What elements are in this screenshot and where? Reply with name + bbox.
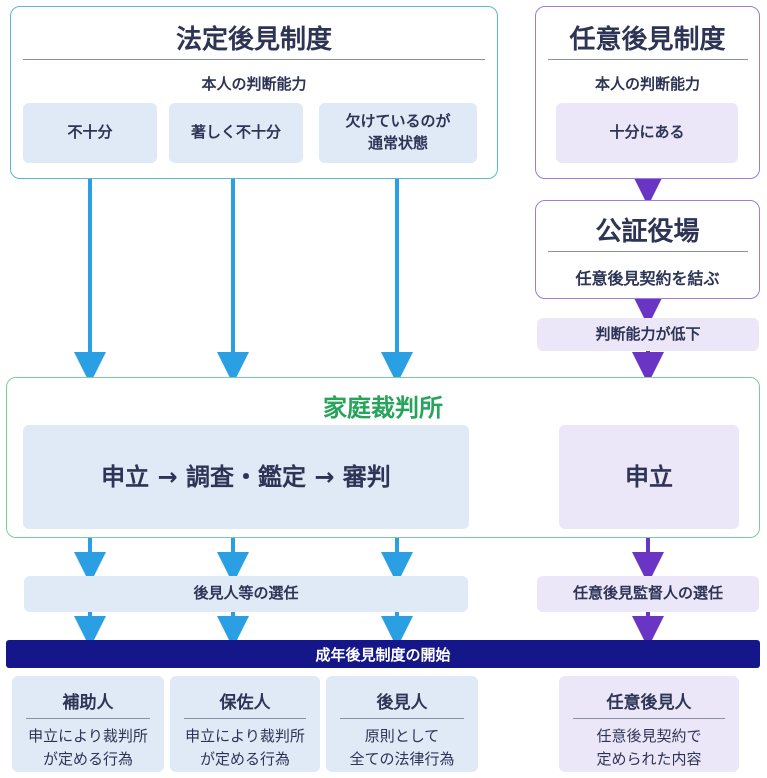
notary-office-title: 公証役場 [595,217,700,247]
curator-divider [184,718,306,719]
voluntary-title-divider [548,59,748,60]
guardian-desc: 原則として 全ての法律行為 [349,727,455,769]
legal-ability-label: 本人の判断能力 [201,75,307,93]
assistant-card: 補助人 申立により裁判所 が定める行為 [12,676,164,772]
guardian-title: 後見人 [376,693,428,713]
legal-guardianship-title: 法定後見制度 [175,25,332,55]
voluntary-guardian-title: 任意後見人 [606,693,692,713]
curator-desc: 申立により裁判所 が定める行為 [185,727,305,769]
curator-title: 保佐人 [219,693,271,713]
level-usually-lacking: 欠けているのが 通常状態 [319,103,477,163]
guardian-selection-box: 後見人等の選任 [24,576,468,612]
voluntary-guardian-card: 任意後見人 任意後見契約で 定められた内容 [559,676,739,772]
voluntary-guardianship-title: 任意後見制度 [569,25,726,55]
voluntary-guardian-divider [573,718,725,719]
assistant-desc: 申立により裁判所 が定める行為 [28,727,148,769]
family-court-title: 家庭裁判所 [323,394,443,422]
notary-divider [548,251,748,252]
notary-office-panel: 公証役場 任意後見契約を結ぶ [535,200,760,299]
legal-guardianship-panel: 法定後見制度 本人の判断能力 不十分 著しく不十分 欠けているのが 通常状態 [10,6,498,179]
ability-decline-box: 判断能力が低下 [537,318,759,351]
guardian-card: 後見人 原則として 全ての法律行為 [326,676,478,772]
voluntary-ability-label: 本人の判断能力 [594,75,700,93]
legal-court-process: 申立 → 調査・鑑定 → 審判 [23,425,469,529]
voluntary-guardian-desc: 任意後見契約で 定められた内容 [596,727,702,769]
legal-title-divider [23,59,485,60]
voluntary-court-petition: 申立 [559,425,739,529]
family-court-panel: 家庭裁判所 申立 → 調査・鑑定 → 審判 申立 [6,377,760,538]
level-significantly-insufficient: 著しく不十分 [169,103,303,163]
assistant-divider [26,718,150,719]
level-insufficient: 不十分 [23,103,157,163]
voluntary-guardianship-panel: 任意後見制度 本人の判断能力 十分にある [535,6,760,179]
notary-contract-label: 任意後見契約を結ぶ [575,269,720,288]
adult-guardianship-start-bar: 成年後見制度の開始 [6,640,760,668]
curator-card: 保佐人 申立により裁判所 が定める行為 [170,676,320,772]
guardian-divider [340,718,464,719]
supervisor-selection-box: 任意後見監督人の選任 [537,576,759,612]
level-sufficient: 十分にある [556,103,738,163]
assistant-title: 補助人 [62,693,114,713]
